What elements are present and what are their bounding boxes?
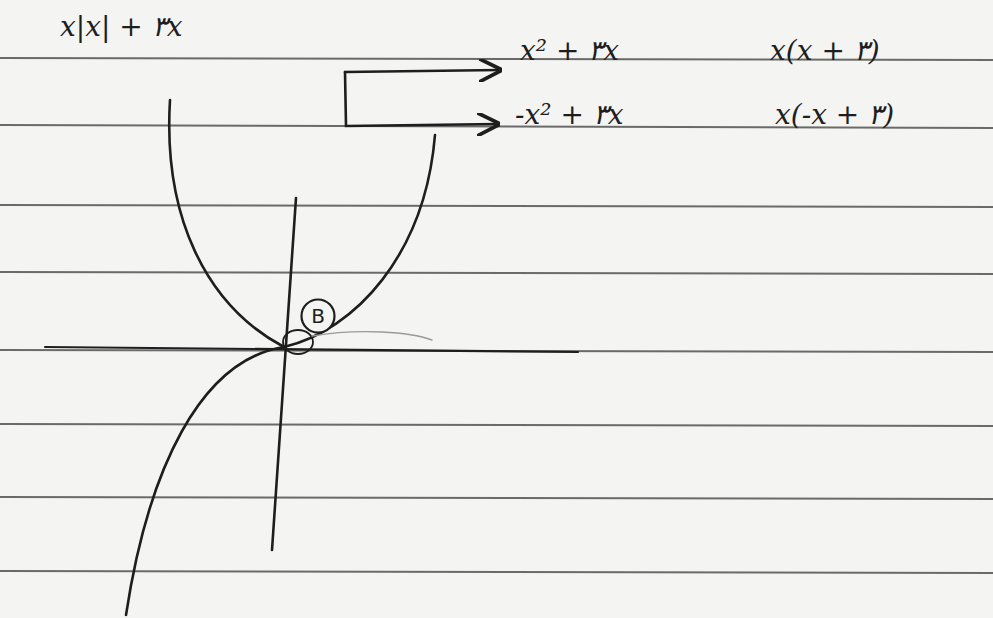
ruled-lines	[0, 58, 993, 573]
node-letter: B	[300, 305, 336, 327]
formula-label: x² + ۳x	[520, 36, 619, 67]
bracket-arrow	[345, 70, 500, 72]
formula-label: -x² + ۳x	[515, 100, 624, 131]
graph-sketch	[45, 70, 578, 615]
faint-arc	[312, 332, 432, 340]
formula-label: x|x| + ۳x	[60, 12, 183, 43]
bracket-arrow	[345, 72, 498, 126]
y-axis	[272, 198, 296, 550]
curve-left	[169, 100, 284, 347]
formula-label: x(x + ۳)	[770, 36, 880, 67]
formula-label: x(-x + ۳)	[775, 100, 894, 131]
origin-circle	[283, 330, 313, 354]
curve-bottom	[126, 347, 284, 615]
curve-right	[284, 135, 435, 347]
circled-letter: B	[300, 298, 336, 334]
